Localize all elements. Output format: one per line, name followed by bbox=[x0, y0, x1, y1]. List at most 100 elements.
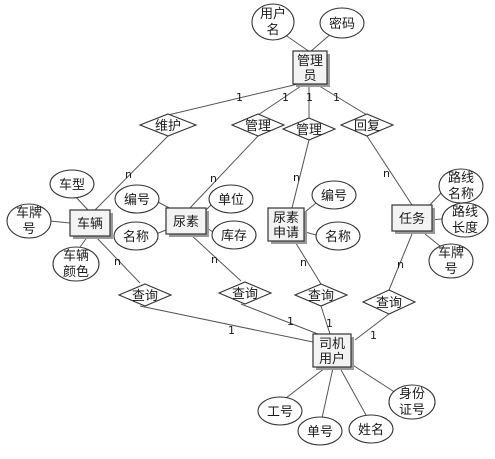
relationship-query-urea[interactable]: 查询 bbox=[217, 281, 273, 305]
attribute-route-length-line2: 长度 bbox=[452, 220, 478, 236]
card-maintain-vehicle: n bbox=[125, 168, 132, 181]
attribute-urea-name-label: 名称 bbox=[123, 229, 149, 245]
attribute-apply-name-label: 名称 bbox=[325, 229, 351, 245]
edge-applyno-apply bbox=[304, 202, 317, 213]
card-query3-driver: 1 bbox=[326, 317, 333, 330]
edge-apply-query3 bbox=[293, 239, 322, 285]
attribute-plate-vehicle[interactable]: 车牌 号 bbox=[6, 203, 52, 239]
entity-task-label: 任务 bbox=[399, 211, 425, 227]
entity-urea-application-line2: 申请 bbox=[273, 226, 299, 241]
attribute-car-type[interactable]: 车型 bbox=[49, 169, 95, 199]
relationship-query-vehicle[interactable]: 查询 bbox=[117, 283, 173, 307]
attribute-urea-name[interactable]: 名称 bbox=[113, 221, 159, 251]
relationship-manage-apply[interactable]: 管理 bbox=[281, 117, 337, 141]
cardinality-labels: 1 1 1 1 n n n n n n n n 1 1 1 1 bbox=[114, 91, 404, 342]
relationship-maintain-label: 维护 bbox=[155, 119, 181, 134]
attribute-job-no[interactable]: 工号 bbox=[257, 396, 303, 426]
edge-driver-jobno bbox=[285, 367, 326, 399]
attribute-car-color[interactable]: 车辆 颜色 bbox=[52, 246, 100, 282]
relationship-query-urea-label: 查询 bbox=[232, 287, 258, 302]
entity-urea-application-line1: 尿素 bbox=[273, 211, 299, 226]
attribute-apply-no[interactable]: 编号 bbox=[311, 180, 357, 210]
attribute-car-color-line1: 车辆 bbox=[63, 248, 89, 264]
entity-driver-user-line2: 用户 bbox=[319, 351, 345, 367]
entity-urea[interactable]: 尿素 bbox=[165, 207, 209, 237]
relationship-query-apply-label: 查询 bbox=[308, 289, 334, 304]
edge-query2-driver bbox=[240, 303, 319, 335]
relationship-query-task-label: 查询 bbox=[376, 296, 402, 311]
edge-manage1-urea bbox=[189, 135, 259, 209]
entity-driver-user[interactable]: 司机 用户 bbox=[312, 333, 354, 370]
attribute-order-no-label: 单号 bbox=[307, 425, 333, 440]
attribute-route-length[interactable]: 路线 长度 bbox=[441, 202, 489, 238]
relationship-query-vehicle-label: 查询 bbox=[132, 289, 158, 304]
attribute-apply-no-label: 编号 bbox=[321, 189, 347, 204]
card-apply-query3: n bbox=[300, 256, 307, 269]
attribute-car-color-line2: 颜色 bbox=[63, 264, 89, 280]
attribute-username-line1: 用户 bbox=[260, 6, 286, 22]
edge-admin-reply bbox=[315, 83, 368, 116]
edge-driver-realname bbox=[339, 367, 367, 416]
relationship-query-apply[interactable]: 查询 bbox=[293, 283, 349, 307]
attribute-real-name[interactable]: 姓名 bbox=[348, 414, 394, 444]
attribute-urea-stock[interactable]: 库存 bbox=[211, 220, 257, 250]
relationship-query-task[interactable]: 查询 bbox=[361, 289, 417, 315]
attribute-apply-name[interactable]: 名称 bbox=[315, 221, 361, 251]
card-urea-query2: n bbox=[211, 253, 218, 266]
attribute-urea-stock-label: 库存 bbox=[221, 228, 247, 244]
attribute-job-no-label: 工号 bbox=[267, 405, 293, 420]
attribute-id-number[interactable]: 身份 证号 bbox=[388, 384, 436, 420]
relationship-maintain[interactable]: 维护 bbox=[138, 113, 198, 137]
edge-query3-driver bbox=[320, 305, 331, 335]
card-query4-driver: 1 bbox=[370, 329, 377, 342]
attribute-real-name-label: 姓名 bbox=[358, 422, 384, 438]
attribute-username-line2: 名 bbox=[266, 22, 279, 38]
card-vehicle-query1: n bbox=[114, 255, 121, 268]
entity-task[interactable]: 任务 bbox=[391, 204, 435, 234]
attribute-password[interactable]: 密码 bbox=[319, 7, 365, 39]
attribute-route-name-line1: 路线 bbox=[448, 170, 474, 186]
card-manage1-urea: n bbox=[210, 172, 217, 185]
attribute-password-label: 密码 bbox=[329, 16, 355, 32]
entity-driver-user-line1: 司机 bbox=[319, 337, 345, 352]
attribute-route-name-line2: 名称 bbox=[448, 186, 474, 202]
attribute-car-type-label: 车型 bbox=[59, 177, 85, 193]
relationship-manage-urea-label: 管理 bbox=[245, 119, 271, 134]
edge-maintain-vehicle bbox=[94, 135, 169, 211]
card-admin-maintain: 1 bbox=[236, 91, 243, 104]
attribute-order-no[interactable]: 单号 bbox=[297, 416, 343, 446]
entity-admin-line2: 员 bbox=[303, 69, 316, 84]
edge-query1-driver bbox=[139, 305, 314, 343]
edge-task-query4 bbox=[388, 233, 413, 291]
card-manage2-apply: n bbox=[293, 171, 300, 184]
attribute-id-number-line2: 证号 bbox=[399, 403, 425, 418]
entity-urea-label: 尿素 bbox=[173, 215, 199, 230]
entity-admin[interactable]: 管理 员 bbox=[292, 50, 330, 87]
card-query2-driver: 1 bbox=[287, 315, 294, 328]
entity-vehicle[interactable]: 车辆 bbox=[69, 209, 113, 239]
attribute-urea-no[interactable]: 编号 bbox=[114, 184, 160, 214]
attribute-id-number-line1: 身份 bbox=[399, 386, 425, 402]
card-admin-manage1: 1 bbox=[282, 91, 289, 104]
card-query1-driver: 1 bbox=[228, 324, 235, 337]
attribute-plate-task[interactable]: 车牌 号 bbox=[428, 243, 474, 279]
card-task-query4: n bbox=[397, 258, 404, 271]
relationship-reply[interactable]: 回复 bbox=[339, 113, 395, 137]
relationship-manage-apply-label: 管理 bbox=[296, 123, 322, 138]
attribute-urea-no-label: 编号 bbox=[124, 193, 150, 208]
relationship-manage-urea[interactable]: 管理 bbox=[230, 113, 286, 137]
edge-manage2-apply bbox=[291, 139, 310, 209]
attribute-username[interactable]: 用户 名 bbox=[251, 3, 295, 41]
attribute-urea-unit[interactable]: 单位 bbox=[208, 184, 254, 214]
attribute-plate-task-line2: 号 bbox=[444, 262, 457, 277]
attribute-route-length-line1: 路线 bbox=[452, 204, 478, 220]
card-reply-task: n bbox=[383, 167, 390, 180]
edge-reply-task bbox=[366, 135, 413, 206]
edge-query4-driver bbox=[354, 313, 390, 341]
attribute-route-name[interactable]: 路线 名称 bbox=[438, 168, 484, 204]
attribute-plate-vehicle-line1: 车牌 bbox=[16, 205, 42, 221]
entity-urea-application[interactable]: 尿素 申请 bbox=[267, 207, 307, 244]
entity-admin-line1: 管理 bbox=[297, 54, 323, 69]
